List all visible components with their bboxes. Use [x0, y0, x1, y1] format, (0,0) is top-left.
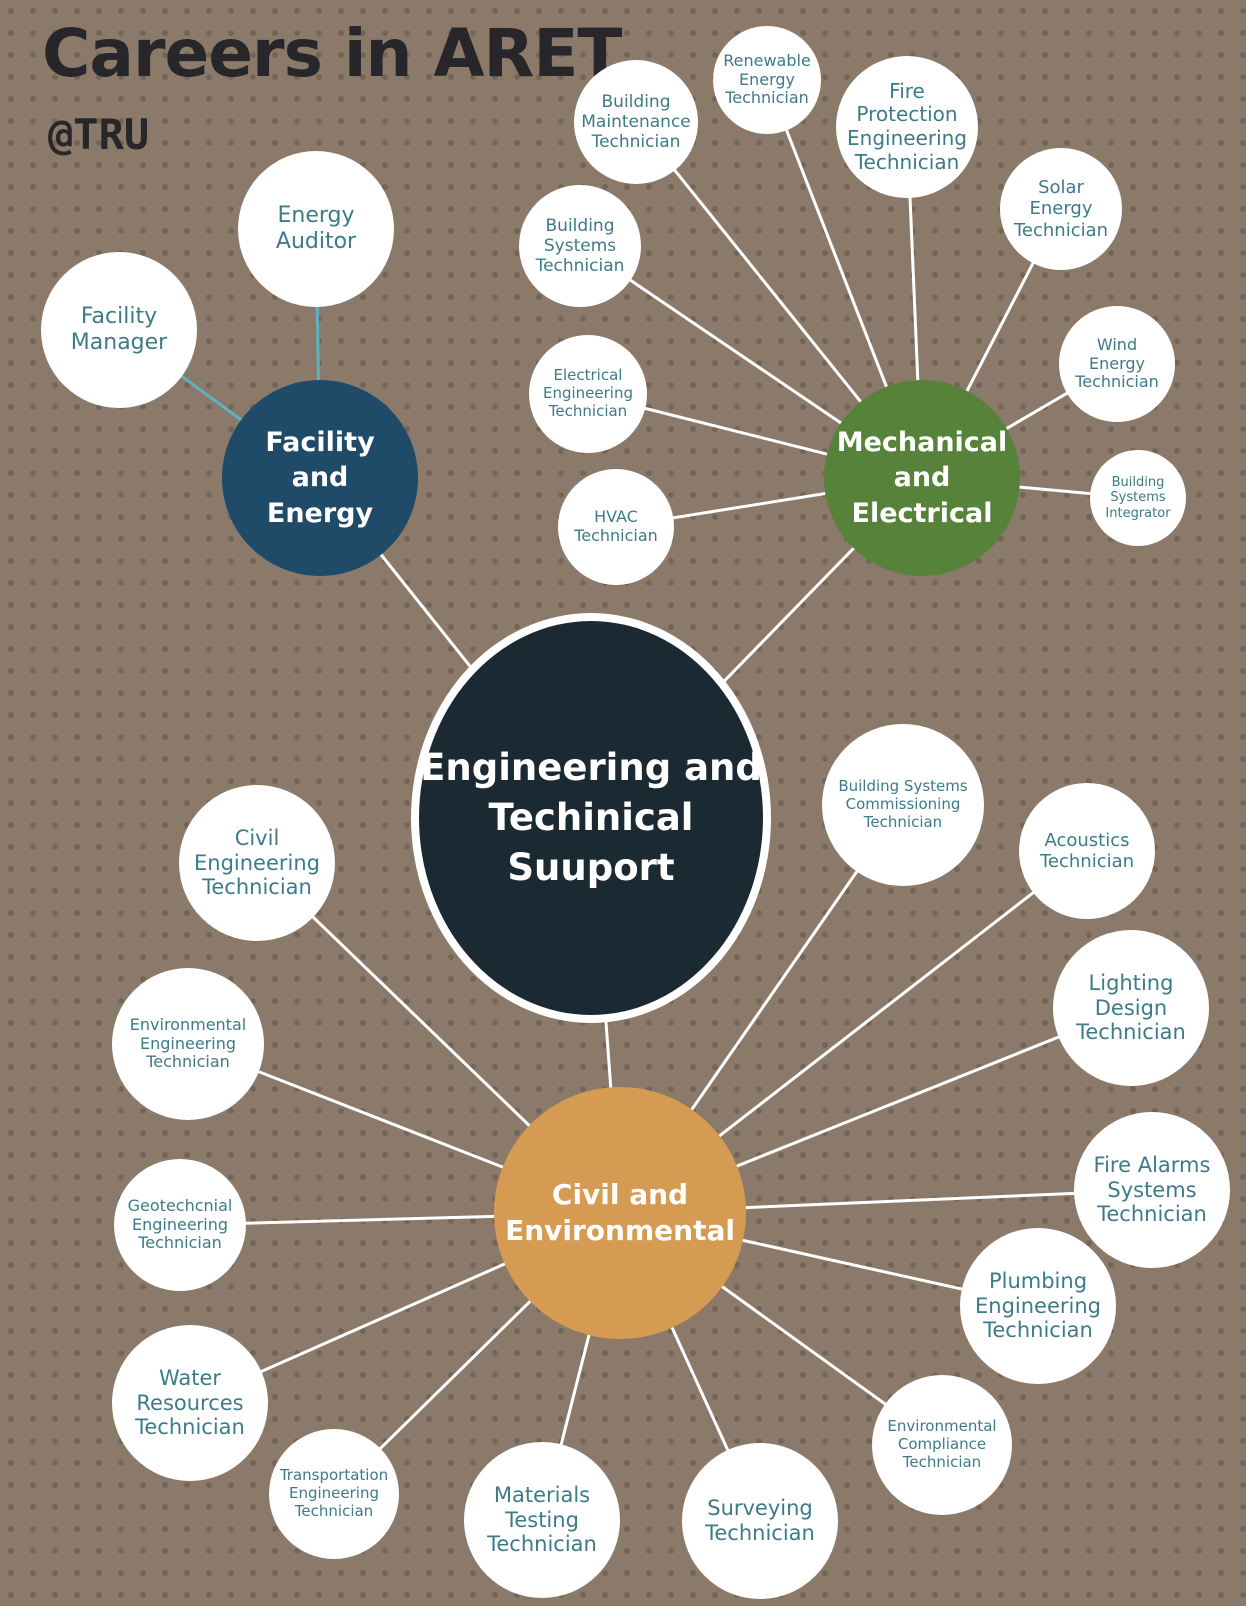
career-electrical-engineering-technician: Electrical Engineering Technician	[529, 335, 647, 453]
career-materials-testing-technician: Materials Testing Technician	[464, 1442, 620, 1598]
hub-mechanical: Mechanical and Electrical	[824, 380, 1020, 576]
page-title: Careers in ARET	[42, 15, 622, 92]
career-energy-auditor-label: Energy Auditor	[275, 203, 357, 254]
career-building-systems-technician-label: Building Systems Technician	[535, 215, 625, 277]
career-surveying-technician-label: Surveying Technician	[705, 1496, 815, 1545]
career-environmental-compliance-technician-label: Environmental Compliance Technician	[887, 1417, 997, 1471]
career-wind-energy-technician: Wind Energy Technician	[1059, 306, 1175, 422]
center-topic: Engineering and Techinical Suuport	[411, 613, 771, 1023]
career-fire-protection-engineering-technician-label: Fire Protection Engineering Technician	[847, 78, 967, 174]
hub-facility: Facility and Energy	[222, 380, 418, 576]
career-renewable-energy-technician: Renewable Energy Technician	[713, 26, 821, 134]
career-acoustics-technician-label: Acoustics Technician	[1039, 829, 1135, 872]
career-acoustics-technician: Acoustics Technician	[1019, 783, 1155, 919]
career-hvac-technician-label: HVAC Technician	[574, 507, 658, 545]
career-building-systems-technician: Building Systems Technician	[519, 185, 641, 307]
career-building-systems-commissioning-technician: Building Systems Commissioning Technicia…	[822, 724, 984, 886]
career-civil-engineering-technician-label: Civil Engineering Technician	[194, 825, 320, 900]
career-geotechcnial-engineering-technician: Geotechcnial Engineering Technician	[114, 1159, 246, 1291]
career-geotechcnial-engineering-technician-label: Geotechcnial Engineering Technician	[127, 1195, 233, 1253]
career-plumbing-engineering-technician-label: Plumbing Engineering Technician	[975, 1268, 1101, 1343]
career-building-systems-integrator: Building Systems Integrator	[1090, 450, 1186, 546]
career-fire-alarms-systems-technician-label: Fire Alarms Systems Technician	[1093, 1152, 1211, 1227]
career-building-systems-integrator-label: Building Systems Integrator	[1105, 475, 1171, 521]
page-subtitle: @TRU	[48, 110, 150, 159]
career-lighting-design-technician-label: Lighting Design Technician	[1076, 970, 1186, 1045]
career-transportation-engineering-technician: Transportation Engineering Technician	[269, 1429, 399, 1559]
career-building-maintenance-technician-label: Building Maintenance Technician	[581, 91, 691, 153]
career-transportation-engineering-technician-label: Transportation Engineering Technician	[279, 1466, 389, 1520]
career-solar-energy-technician: Solar Energy Technician	[1000, 148, 1122, 270]
career-civil-engineering-technician: Civil Engineering Technician	[179, 785, 335, 941]
career-solar-energy-technician-label: Solar Energy Technician	[1013, 177, 1109, 241]
career-electrical-engineering-technician-label: Electrical Engineering Technician	[543, 366, 633, 420]
hub-civil-label: Civil and Environmental	[505, 1177, 735, 1247]
career-renewable-energy-technician-label: Renewable Energy Technician	[723, 50, 811, 108]
hub-mechanical-label: Mechanical and Electrical	[836, 427, 1008, 529]
hub-facility-label: Facility and Energy	[265, 427, 375, 529]
career-plumbing-engineering-technician: Plumbing Engineering Technician	[960, 1228, 1116, 1384]
career-water-resources-technician-label: Water Resources Technician	[135, 1365, 245, 1440]
career-facility-manager: Facility Manager	[41, 252, 197, 408]
career-facility-manager-label: Facility Manager	[70, 304, 168, 355]
hub-civil: Civil and Environmental	[494, 1087, 746, 1339]
center-topic-label: Engineering and Techinical Suuport	[420, 746, 762, 889]
career-environmental-engineering-technician: Environmental Engineering Technician	[112, 968, 264, 1120]
career-energy-auditor: Energy Auditor	[238, 151, 394, 307]
career-materials-testing-technician-label: Materials Testing Technician	[487, 1482, 597, 1557]
career-water-resources-technician: Water Resources Technician	[112, 1325, 268, 1481]
career-fire-protection-engineering-technician: Fire Protection Engineering Technician	[836, 56, 978, 198]
career-fire-alarms-systems-technician: Fire Alarms Systems Technician	[1074, 1112, 1230, 1268]
career-environmental-engineering-technician-label: Environmental Engineering Technician	[129, 1014, 247, 1072]
career-hvac-technician: HVAC Technician	[558, 469, 674, 585]
career-environmental-compliance-technician: Environmental Compliance Technician	[872, 1375, 1012, 1515]
career-building-maintenance-technician: Building Maintenance Technician	[574, 60, 698, 184]
career-building-systems-commissioning-technician-label: Building Systems Commissioning Technicia…	[838, 777, 968, 831]
career-surveying-technician: Surveying Technician	[682, 1443, 838, 1599]
career-wind-energy-technician-label: Wind Energy Technician	[1075, 334, 1159, 392]
career-lighting-design-technician: Lighting Design Technician	[1053, 930, 1209, 1086]
